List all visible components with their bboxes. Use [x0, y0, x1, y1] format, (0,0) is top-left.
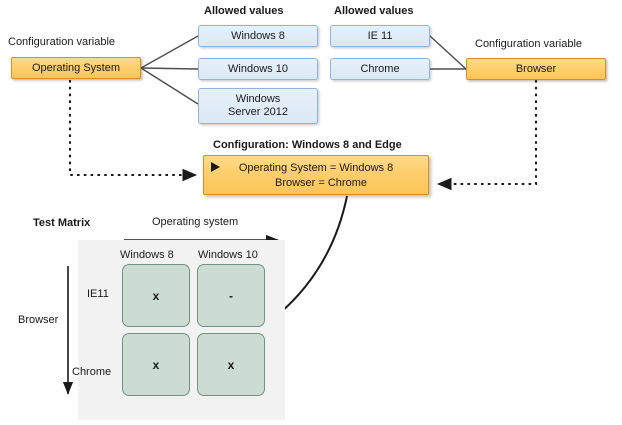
configuration-line-os: Operating System = Windows 8: [238, 162, 394, 174]
matrix-row-header-chrome: Chrome: [72, 366, 112, 378]
os-to-configuration-connector: [68, 80, 198, 182]
matrix-cell-ie11-windows-10[interactable]: -: [197, 264, 265, 327]
value-box-windows-10[interactable]: Windows 10: [198, 58, 318, 80]
matrix-column-header-windows-10: Windows 10: [198, 249, 258, 261]
value-box-ie-11[interactable]: IE 11: [330, 25, 430, 47]
configuration-line-browser: Browser = Chrome: [274, 177, 367, 189]
test-matrix-title: Test Matrix: [33, 217, 91, 229]
value-box-windows-server-2012-line1: Windows: [235, 93, 281, 105]
config-variable-os-label: Configuration variable: [8, 36, 116, 48]
configuration-box[interactable]: Operating System = Windows 8 Browser = C…: [203, 155, 429, 195]
matrix-cell-ie11-windows-8[interactable]: x: [122, 264, 190, 327]
matrix-column-header-windows-8: Windows 8: [120, 249, 174, 261]
allowed-values-browser-label: Allowed values: [334, 5, 414, 17]
value-box-chrome[interactable]: Chrome: [330, 58, 430, 80]
value-box-windows-server-2012-line2: Server 2012: [228, 106, 288, 118]
os-value-connectors: [140, 35, 199, 105]
value-box-windows-8[interactable]: Windows 8: [198, 25, 318, 47]
variable-box-browser[interactable]: Browser: [466, 58, 606, 80]
config-variable-browser-label: Configuration variable: [475, 38, 583, 50]
matrix-cell-chrome-windows-10[interactable]: x: [197, 333, 265, 396]
browser-to-configuration-connector: [436, 80, 538, 191]
matrix-x-axis-label: Operating system: [152, 216, 239, 228]
matrix-row-header-ie11: IE11: [87, 288, 109, 300]
value-box-windows-server-2012[interactable]: Windows Server 2012: [198, 88, 318, 124]
configuration-title: Configuration: Windows 8 and Edge: [213, 139, 402, 151]
matrix-cell-chrome-windows-8[interactable]: x: [122, 333, 190, 396]
variable-box-operating-system[interactable]: Operating System: [11, 57, 141, 79]
allowed-values-os-label: Allowed values: [204, 5, 284, 17]
browser-value-connectors: [429, 35, 467, 70]
matrix-y-axis-label: Browser: [18, 314, 59, 326]
